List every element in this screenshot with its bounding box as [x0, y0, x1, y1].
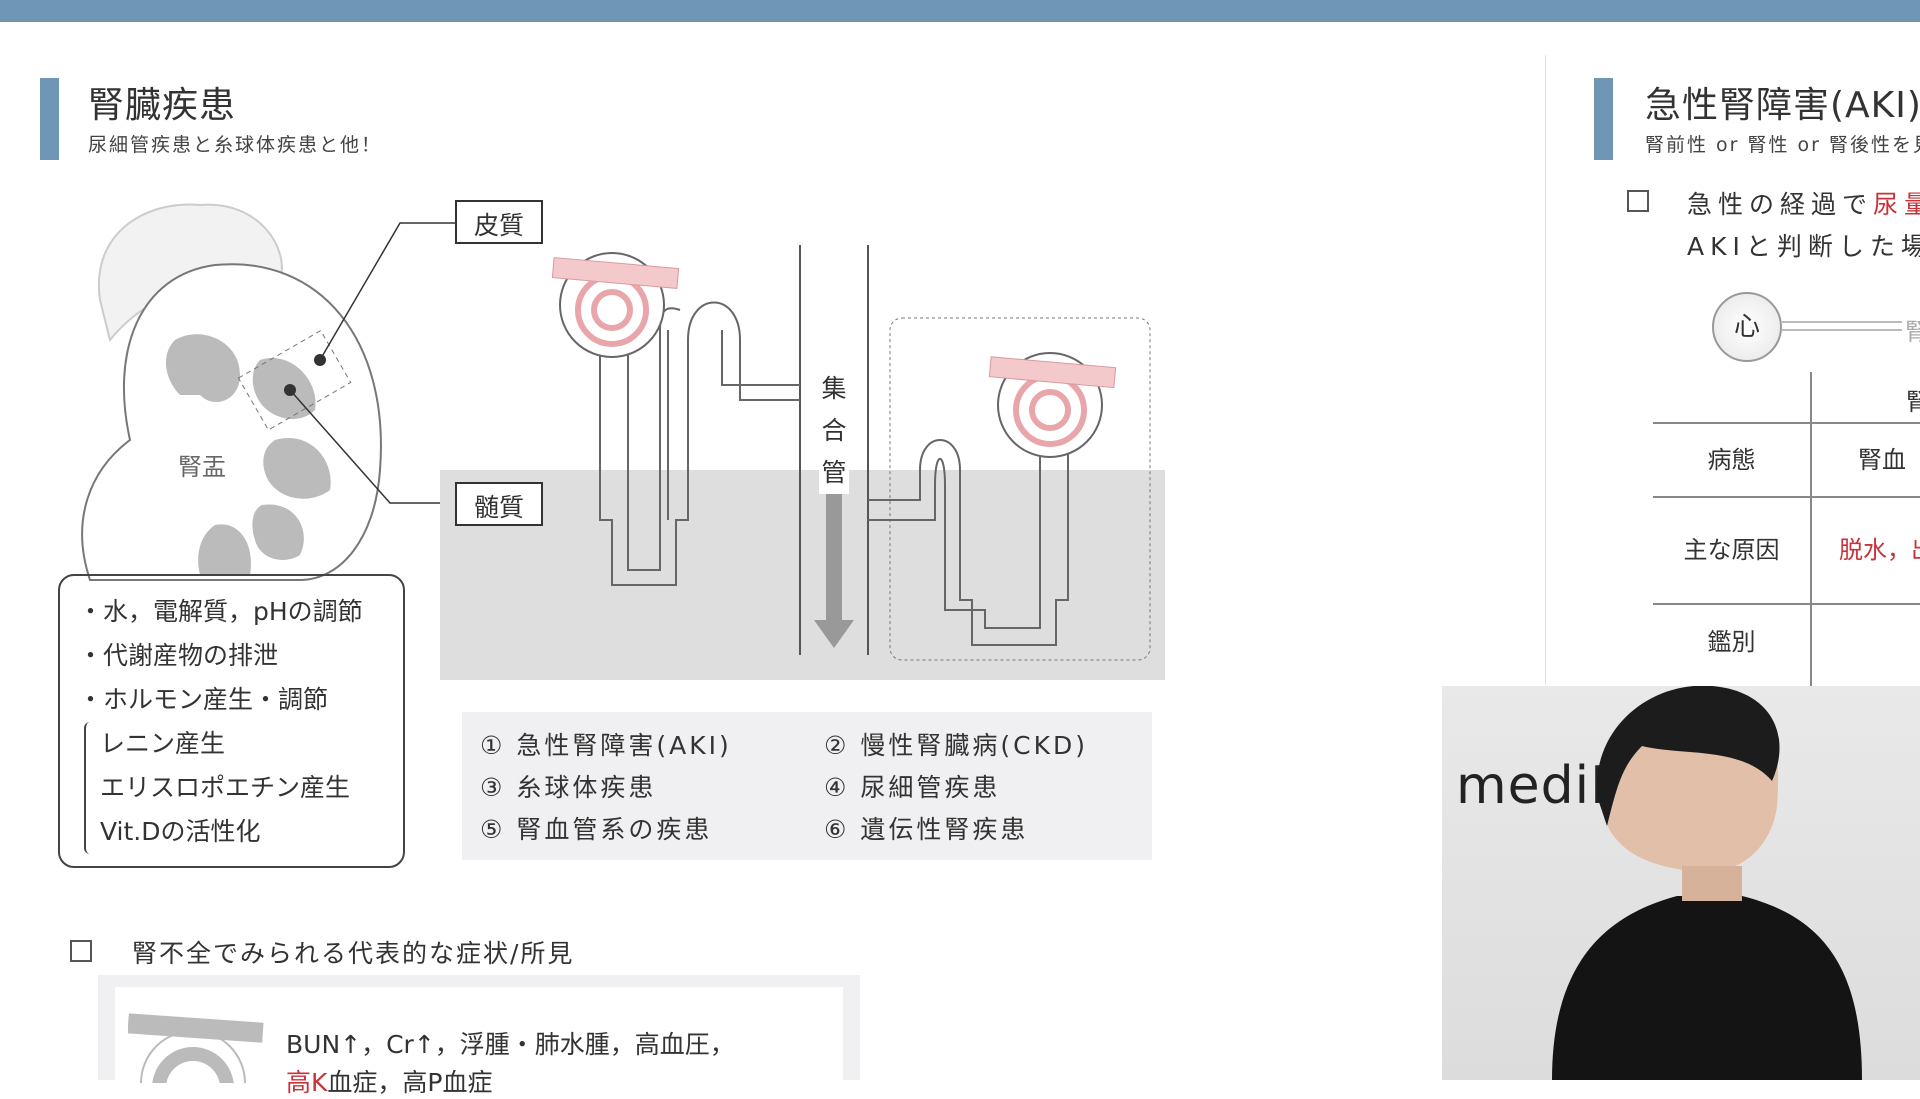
disease-list: ① 急性腎障害(AKI) ② 慢性腎臓病(CKD) ③ 糸球体疾患 ④ 尿細管疾…	[462, 712, 1152, 860]
kidney-nephron-diagram	[81, 203, 1165, 680]
aki-checkbox[interactable]	[1627, 190, 1649, 212]
collecting-duct-char: 合	[821, 416, 847, 445]
aki-title: 急性腎障害(AKI)	[1645, 85, 1920, 126]
symptoms-checkbox[interactable]	[70, 940, 92, 962]
kidney-node: 腎	[1905, 318, 1920, 346]
flow-connector	[1782, 321, 1902, 331]
section-accent-bar	[1594, 78, 1613, 160]
medil-logo: mediL	[1456, 756, 1621, 816]
label-medulla: 髄質	[455, 482, 543, 526]
symptom-text: 血症，高P血症	[327, 1068, 493, 1097]
collecting-duct-char: 集	[821, 374, 847, 403]
disease-item: ③ 糸球体疾患	[480, 773, 657, 802]
slide-divider	[1545, 55, 1546, 685]
function-item: ・ホルモン産生・調節	[78, 685, 329, 714]
function-item: ・水，電解質，pHの調節	[78, 597, 363, 626]
aki-subtitle: 腎前性 or 腎性 or 腎後性を見	[1645, 134, 1920, 156]
aki-highlight: 尿量	[1873, 190, 1920, 219]
kidney-functions-box: ・水，電解質，pHの調節 ・代謝産物の排泄 ・ホルモン産生・調節 レニン産生 エ…	[58, 574, 405, 868]
function-item: ・代謝産物の排泄	[78, 641, 279, 670]
page-subtitle: 尿細管疾患と糸球体疾患と他！	[88, 134, 383, 156]
disease-item: ⑤ 腎血管系の疾患	[480, 815, 713, 844]
symptom-highlight: 高K	[286, 1068, 328, 1097]
table-row-label: 病態	[1707, 446, 1756, 474]
medulla-region	[440, 470, 1165, 680]
function-subitem: エリスロポエチン産生	[100, 773, 351, 802]
symptoms-box: BUN↑，Cr↑，浮腫・肺水腫，高血圧， 高K血症，高P血症	[98, 975, 860, 1097]
heart-node: 心	[1712, 292, 1782, 362]
label-pelvis: 腎盂	[178, 453, 226, 481]
page-title: 腎臓疾患	[88, 85, 237, 126]
glomerulus-icon	[128, 1013, 264, 1083]
function-subitem: レニン産生	[100, 729, 226, 758]
disease-item: ② 慢性腎臓病(CKD)	[824, 731, 1088, 760]
table-row-label: 主な原因	[1683, 536, 1780, 564]
table-header: 腎	[1906, 388, 1920, 416]
top-bar	[0, 0, 1920, 22]
function-subitem: Vit.Dの活性化	[100, 817, 261, 846]
aki-table: 腎 病態 腎血 主な原因 脱水，出 鑑別	[1653, 372, 1920, 686]
label-cortex: 皮質	[455, 200, 543, 244]
flow-arrow-icon	[814, 620, 854, 648]
section-accent-bar	[40, 78, 59, 160]
disease-item: ⑥ 遺伝性腎疾患	[824, 815, 1029, 844]
symptoms-line-2: 高K血症，高P血症	[286, 1063, 492, 1099]
aki-text: 急性の経過で	[1687, 190, 1874, 219]
table-row-label: 鑑別	[1707, 628, 1756, 656]
table-cell: 腎血	[1858, 446, 1906, 474]
disease-item: ① 急性腎障害(AKI)	[480, 731, 732, 760]
table-cell: 脱水，出	[1839, 536, 1920, 564]
presenter-video	[1552, 686, 1862, 1080]
label-collecting-duct: 集 合 管	[819, 368, 849, 494]
symptoms-line-1: BUN↑，Cr↑，浮腫・肺水腫，高血圧，	[286, 1030, 735, 1059]
kidney-outline	[81, 263, 382, 581]
aki-check-text: 急性の経過で尿量 AKIと判断した場	[1687, 184, 1920, 268]
aki-text-2: AKIと判断した場	[1687, 232, 1920, 261]
collecting-duct-char: 管	[821, 458, 847, 487]
symptoms-heading: 腎不全でみられる代表的な症状/所見	[132, 939, 575, 968]
disease-item: ④ 尿細管疾患	[824, 773, 1001, 802]
webcam-overlay: mediL	[1442, 686, 1920, 1080]
